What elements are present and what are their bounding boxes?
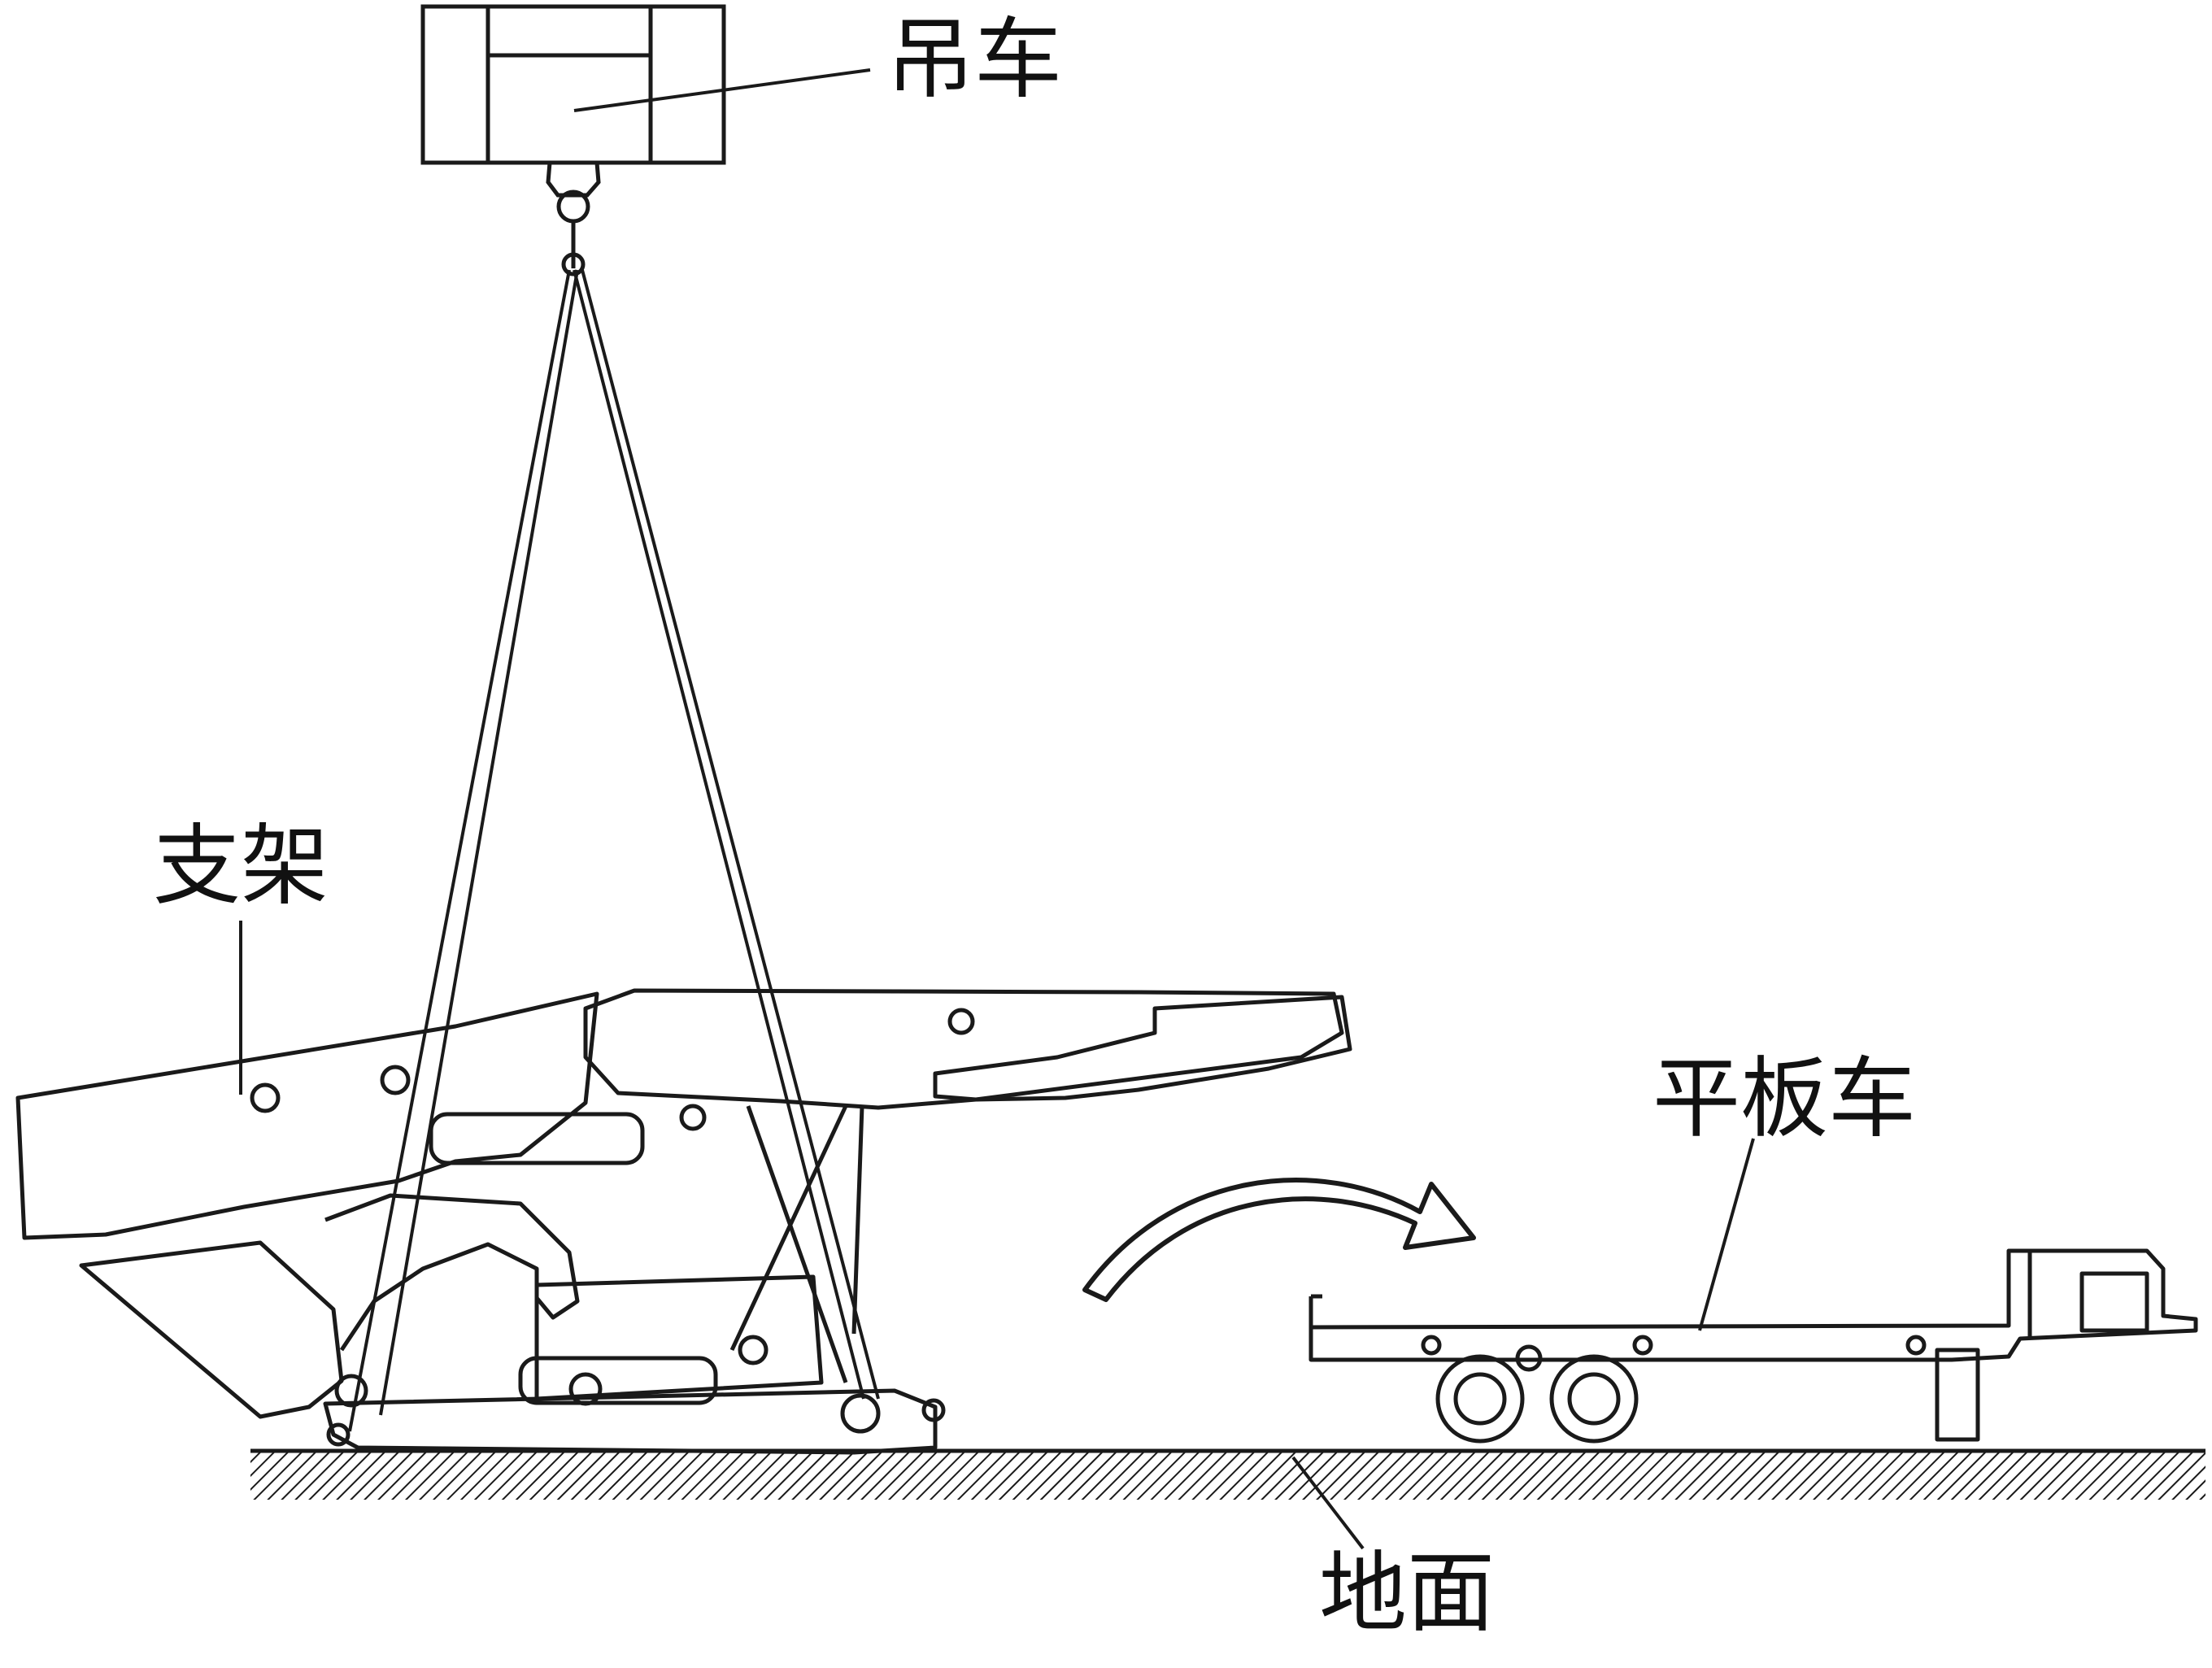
support-machine [15,988,1352,1455]
crane-body [420,4,726,165]
crane-label: 吊车 [886,9,1063,111]
flatbed-hitch [2079,1271,2149,1333]
support-label: 支架 [153,816,329,917]
support-lower-arm [324,1193,580,1352]
support-mid-frame [534,1274,824,1401]
wheel-rear [1549,1354,1639,1444]
ground [250,1448,2205,1500]
crane [420,4,726,277]
support-lower-cylinder [518,1356,718,1405]
support-boom-cylinder [429,1112,645,1165]
flatbed-label: 平板车 [1652,1048,1917,1150]
transfer-arrow [1082,1178,1476,1302]
wheel-front [1435,1354,1525,1444]
support-front-shovel [79,1240,344,1419]
ground-label: 地面 [1319,1543,1496,1644]
flatbed-leader-line [1698,1138,1755,1331]
flatbed-trailer [1308,1248,2198,1444]
ground-leader-line [1291,1456,1365,1550]
lifting-slings [348,269,880,1432]
crane-leader-line [573,68,871,112]
support-boom-tip [933,995,1352,1102]
ground-hatching [250,1452,2205,1500]
crane-hook-block [546,162,601,198]
support-upper-boom [583,988,1344,1110]
flatbed-support-leg [1935,1348,1980,1442]
flatbed-deck [1308,1248,2198,1362]
crane-hook-eye [561,252,586,277]
